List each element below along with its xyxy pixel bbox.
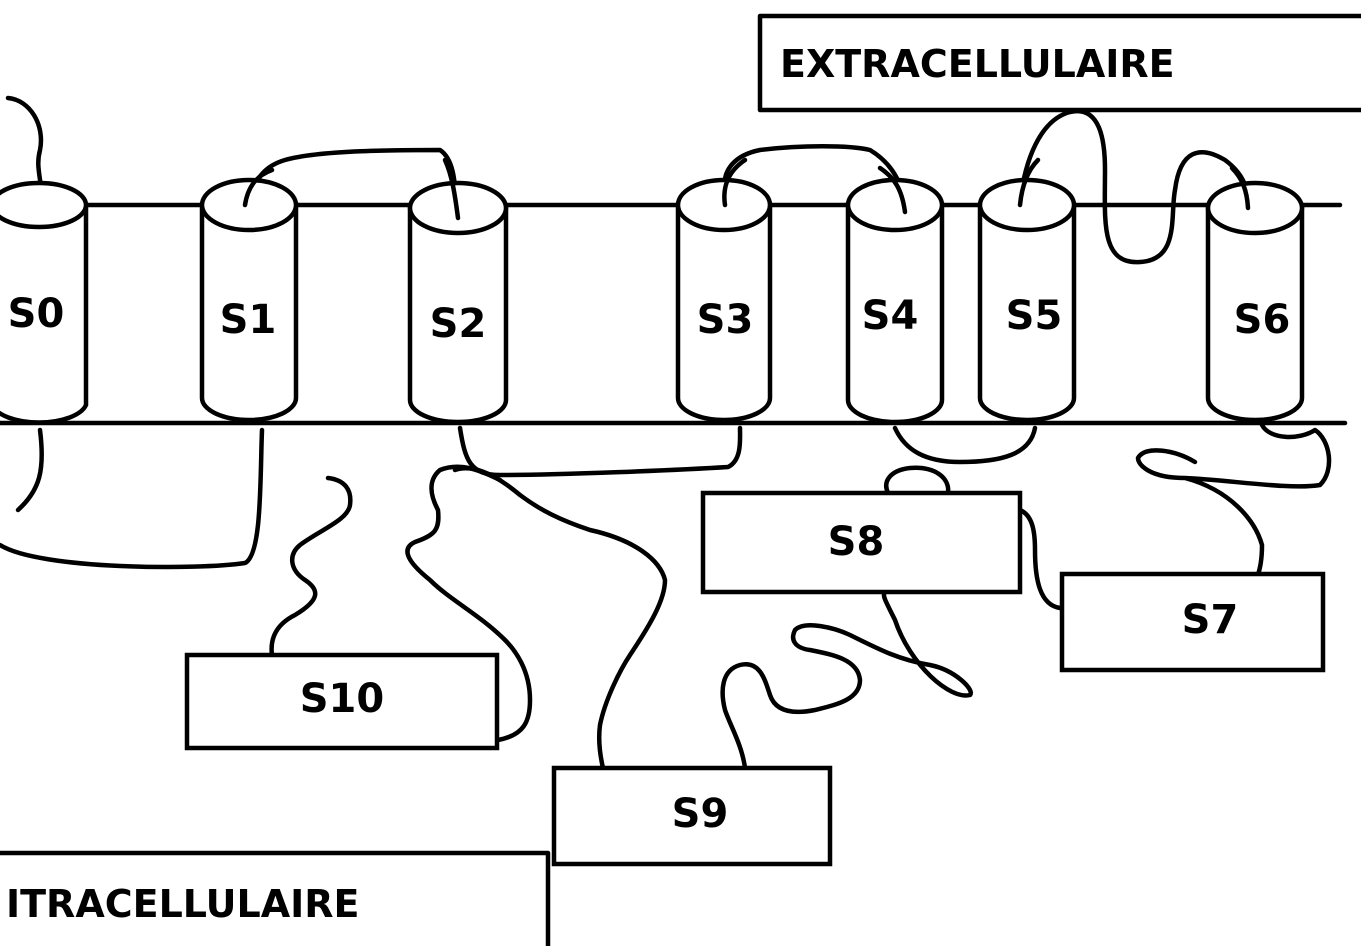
segment-label-s1: S1 <box>220 297 277 343</box>
segment-label-s4: S4 <box>862 293 919 339</box>
segment-s3: S3 <box>678 160 770 420</box>
domain-s7: S7 <box>1062 574 1323 670</box>
segment-label-s3: S3 <box>697 297 754 343</box>
domain-label-s9: S9 <box>672 791 729 837</box>
extracellular-region: EXTRACELLULAIRE <box>760 16 1361 110</box>
segment-s1: S1 <box>202 170 296 420</box>
segment-label-s0: S0 <box>8 291 65 337</box>
segment-s2: S2 <box>410 160 506 422</box>
segment-s6: S6 <box>1208 168 1302 420</box>
segment-s5: S5 <box>980 160 1074 420</box>
segment-label-s2: S2 <box>430 301 487 347</box>
segment-label-s6: S6 <box>1234 297 1291 343</box>
domain-label-s7: S7 <box>1182 597 1239 643</box>
segment-label-s5: S5 <box>1006 293 1063 339</box>
domain-s9: S9 <box>554 768 830 864</box>
intracellular-region: ITRACELLULAIRE <box>0 853 548 946</box>
domain-label-s8: S8 <box>828 519 885 565</box>
domain-label-s10: S10 <box>300 676 384 722</box>
extracellular-label: EXTRACELLULAIRE <box>780 42 1175 86</box>
segment-s0: S0 <box>0 183 86 423</box>
segment-s4: S4 <box>848 168 942 422</box>
intracellular-label: ITRACELLULAIRE <box>6 882 360 926</box>
domain-s8: S8 <box>703 493 1020 592</box>
domain-s10: S10 <box>187 655 497 748</box>
